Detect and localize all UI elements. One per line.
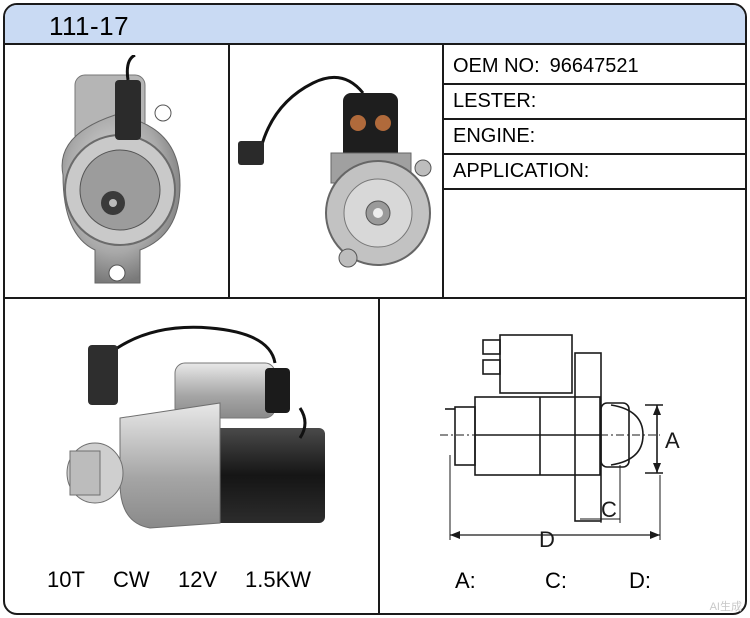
starter-rear-photo: [238, 75, 432, 268]
power: 1.5KW: [245, 567, 312, 592]
divider: [5, 297, 745, 299]
dimension-drawing: A C D: [440, 334, 680, 552]
spec-divider: [442, 188, 745, 190]
dim-d-label: D: [539, 527, 555, 552]
dim-c-field: C:: [545, 568, 567, 593]
spec-divider: [442, 153, 745, 155]
spec-divider: [442, 118, 745, 120]
dim-a-label: A: [665, 428, 680, 453]
spec-label: LESTER:: [453, 90, 537, 112]
dim-a-field: A:: [455, 568, 476, 593]
dim-d-field: D:: [629, 568, 651, 593]
spec-value: 96647521: [549, 55, 639, 77]
watermark-text: AI生成: [709, 601, 742, 613]
spec-application: APPLICATION:: [453, 160, 599, 183]
voltage: 12V: [178, 567, 218, 592]
header-bar: 111-17: [5, 5, 745, 45]
dim-c-label: C: [601, 497, 617, 522]
rotation: CW: [113, 567, 150, 592]
teeth-count: 10T: [47, 567, 85, 592]
spec-divider: [442, 83, 745, 85]
spec-label: APPLICATION:: [453, 160, 590, 182]
starter-front-photo: [61, 55, 181, 284]
spec-label: ENGINE:: [453, 125, 536, 147]
spec-engine: ENGINE:: [453, 125, 545, 148]
spec-label: OEM NO:: [453, 55, 540, 77]
divider: [228, 45, 230, 299]
product-card: 111-17 OEM NO: 96647521 LESTER: ENGINE: A…: [3, 3, 747, 615]
product-code: 111-17: [49, 11, 130, 41]
divider: [442, 45, 444, 299]
starter-side-photo: [66, 325, 325, 529]
divider: [378, 297, 380, 613]
spec-oem: OEM NO: 96647521: [453, 55, 639, 78]
spec-lester: LESTER:: [453, 90, 546, 113]
